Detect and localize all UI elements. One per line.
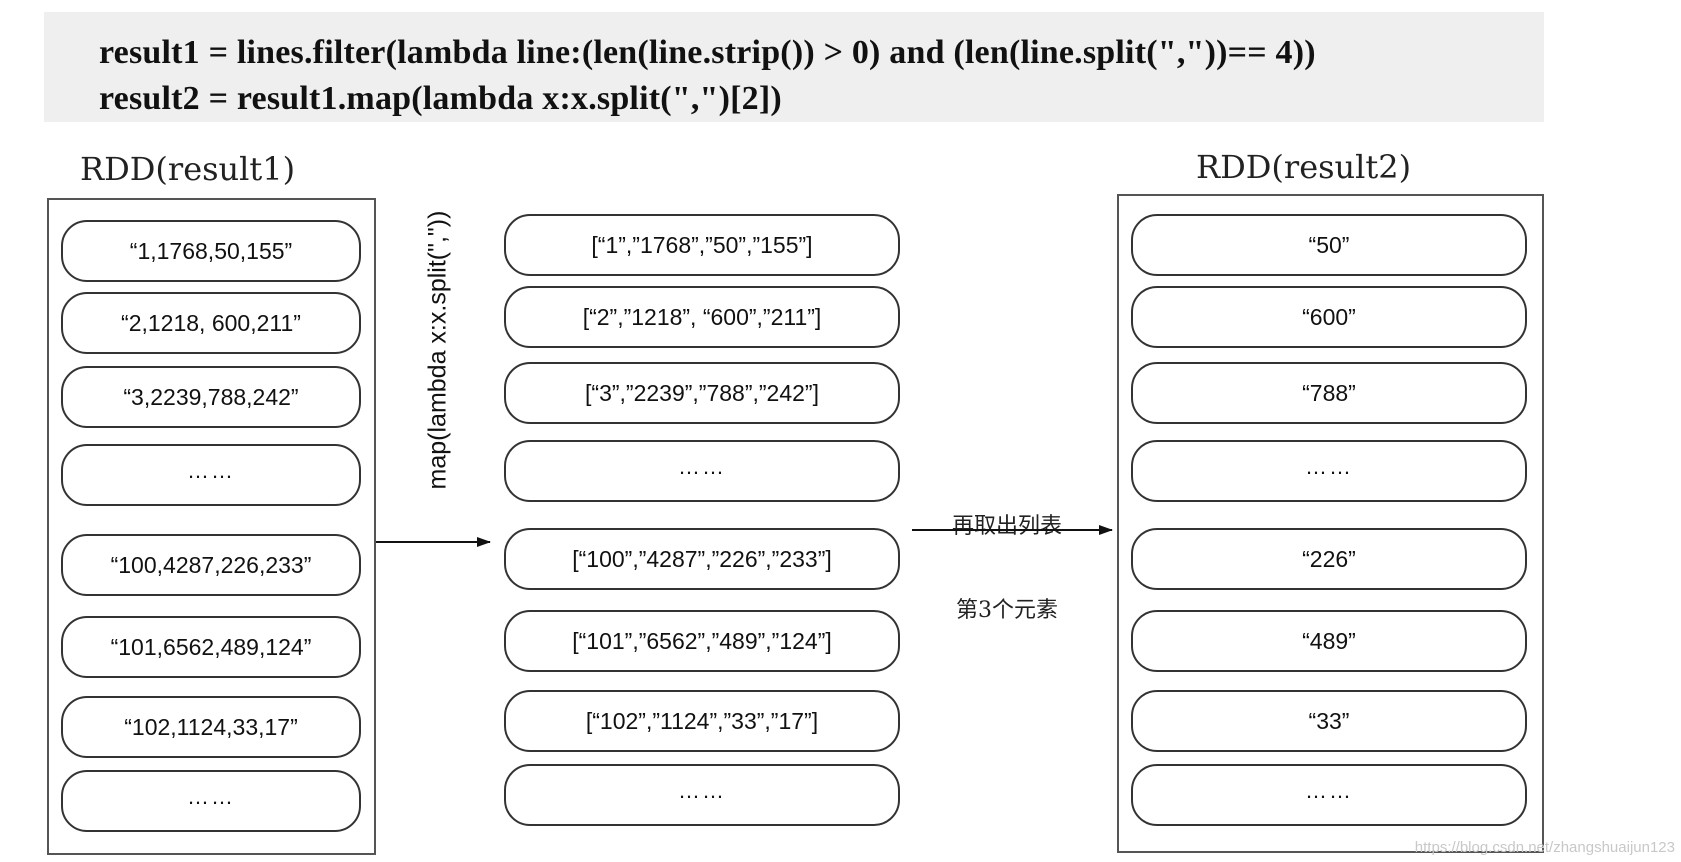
code-line-map: result2 = result1.map(lambda x:x.split("… — [99, 80, 782, 117]
rdd2-item: “489” — [1131, 610, 1527, 672]
rdd2-item: “788” — [1131, 362, 1527, 424]
rdd-result2-panel: “50” “600” “788” …… “226” “489” “33” …… — [1117, 194, 1544, 853]
rdd1-item: “100,4287,226,233” — [61, 534, 361, 596]
rdd2-ellipsis: …… — [1131, 440, 1527, 502]
take-label-line2: 第3个元素 — [956, 598, 1058, 623]
rdd-result1-title: RDD(result1) — [80, 150, 296, 188]
take-third-element-label: 再取出列表 第3个元素 — [932, 458, 1082, 649]
rdd1-item: “2,1218, 600,211” — [61, 292, 361, 354]
split-list-item: [“1”,”1768”,”50”,”155”] — [504, 214, 900, 276]
rdd2-item: “226” — [1131, 528, 1527, 590]
split-list-item: [“2”,”1218”, “600”,”211”] — [504, 286, 900, 348]
split-list-item: [“101”,”6562”,”489”,”124”] — [504, 610, 900, 672]
take-label-line1: 再取出列表 — [951, 514, 1062, 539]
code-line-filter: result1 = lines.filter(lambda line:(len(… — [99, 34, 1316, 71]
split-list-ellipsis: …… — [504, 440, 900, 502]
split-list-ellipsis: …… — [504, 764, 900, 826]
rdd2-item: “50” — [1131, 214, 1527, 276]
rdd2-item: “33” — [1131, 690, 1527, 752]
rdd2-item: “600” — [1131, 286, 1527, 348]
rdd1-item: “102,1124,33,17” — [61, 696, 361, 758]
split-list-item: [“3”,”2239”,”788”,”242”] — [504, 362, 900, 424]
split-list-item: [“100”,”4287”,”226”,”233”] — [504, 528, 900, 590]
rdd2-ellipsis: …… — [1131, 764, 1527, 826]
watermark: https://blog.csdn.net/zhangshuaijun123 — [1414, 839, 1675, 856]
rdd1-ellipsis: …… — [61, 770, 361, 832]
rdd-result2-title: RDD(result2) — [1196, 148, 1412, 186]
rdd1-item: “3,2239,788,242” — [61, 366, 361, 428]
rdd1-item: “101,6562,489,124” — [61, 616, 361, 678]
rdd1-ellipsis: …… — [61, 444, 361, 506]
split-list-item: [“102”,”1124”,”33”,”17”] — [504, 690, 900, 752]
rdd-result1-panel: “1,1768,50,155” “2,1218, 600,211” “3,223… — [47, 198, 376, 855]
rdd1-item: “1,1768,50,155” — [61, 220, 361, 282]
code-banner: result1 = lines.filter(lambda line:(len(… — [44, 12, 1544, 122]
